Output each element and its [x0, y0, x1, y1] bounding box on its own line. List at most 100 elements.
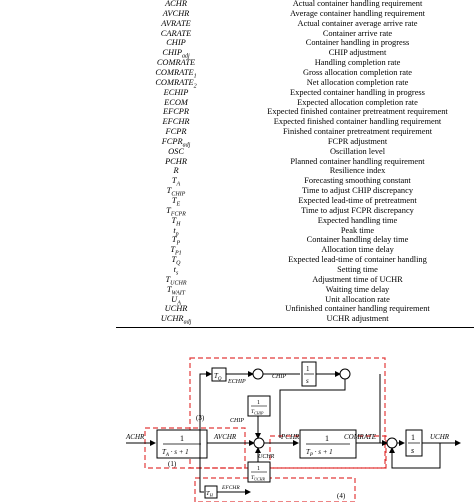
svg-text:TCHIP: TCHIP [251, 409, 264, 416]
description-cell: Waiting time delay [325, 284, 390, 294]
abbreviation-cell: TE [171, 196, 181, 208]
svg-text:TH: TH [206, 490, 214, 498]
table-row: CHIP Container handling in progress [116, 38, 474, 48]
uchr-adj-label: UCHR [258, 454, 275, 460]
table-row: ECHIP Expected container handling in prog… [116, 88, 474, 98]
description-cell: Handling completion rate [314, 58, 401, 68]
table-row: TUCHR Adjustment time of UCHR [116, 274, 474, 287]
summing-junction-1 [253, 437, 265, 449]
description-cell: Oscillation level [329, 146, 386, 156]
svg-text:1: 1 [306, 365, 310, 373]
abbreviation-cell: TUCHR [165, 274, 187, 287]
description-cell: Net allocation completion rate [306, 77, 409, 87]
chip-label: CHIP [272, 374, 286, 380]
abbreviation-cell: tp [173, 225, 179, 238]
svg-text:TA · s + 1: TA · s + 1 [162, 448, 189, 458]
description-cell: Time to adjust CHIP discrepancy [301, 186, 414, 196]
table-row: COMRATE2 Net allocation completion rate [116, 77, 474, 90]
description-cell: Unfinished container handling requiremen… [285, 304, 430, 314]
abbreviation-cell: ECHIP [163, 87, 189, 97]
region-4-label: (4) [337, 492, 346, 500]
description-cell: Peak time [340, 225, 375, 235]
abbreviation-cell: TH [171, 215, 181, 228]
svg-text:1: 1 [411, 433, 415, 442]
abbreviation-cell: OSC [168, 146, 184, 156]
table-row: TA Forecasting smoothing constant [116, 176, 474, 188]
description-cell: Container arrive rate [322, 28, 393, 38]
table-row: TQ Expected lead-time of container handli… [116, 255, 474, 267]
abbreviation-cell: ts [173, 264, 179, 277]
abbreviation-cell: CHIP [166, 38, 186, 48]
abbreviation-cell: ACHR [165, 0, 187, 8]
description-cell: FCPR adjustment [327, 136, 388, 146]
svg-text:1: 1 [257, 400, 260, 406]
svg-text:1: 1 [180, 434, 184, 443]
table-row: ECOM Expected allocation completion rate [116, 98, 474, 108]
abbreviation-cell: CHIPadj [162, 48, 190, 60]
abbreviation-cell: TFCPR [166, 205, 186, 218]
efchr-label: EFCHR [221, 485, 240, 491]
abbreviation-cell: ECOM [164, 97, 188, 107]
table-row: ACHR Actual container handling requiremen… [116, 0, 474, 9]
description-cell: Expected handling time [317, 215, 398, 225]
abbreviation-cell: EFCHR [162, 117, 190, 127]
svg-text:s: s [306, 377, 309, 385]
abbreviation-cell: UCHRadj [160, 314, 192, 326]
description-cell: Container handling in progress [305, 38, 410, 48]
description-cell: Expected finished container handling req… [273, 117, 442, 127]
abbreviation-cell: R [173, 166, 179, 176]
table-row: COMRATE Handling completion rate [116, 58, 474, 68]
description-cell: Forecasting smoothing constant [304, 176, 411, 186]
comrate-label: COMRATE [344, 433, 377, 441]
abbreviation-cell: FCPRadj [161, 136, 191, 149]
pchr-label: PCHR [280, 433, 300, 441]
abbreviation-cell: FCPR [165, 127, 187, 137]
region-3-box [189, 357, 386, 469]
abbreviation-cell: AVRATE [161, 18, 191, 28]
table-row: FCPR Finished container pretreatment requ… [116, 127, 474, 137]
description-cell: Setting time [337, 264, 378, 274]
description-cell: Actual container average arrive rate [297, 18, 418, 28]
abbreviation-cell: TWAIT [166, 284, 186, 297]
uchr-output-label: UCHR [430, 433, 450, 441]
description-cell: UCHR adjustment [326, 314, 389, 324]
abbreviation-cell: TCHIP [166, 186, 186, 198]
svg-text:s: s [411, 446, 414, 455]
description-cell: Adjustment time of UCHR [312, 274, 403, 284]
abbreviation-cell: TP1 [170, 245, 182, 257]
abbreviation-cell: EFCPR [162, 107, 190, 117]
description-cell: Average container handling requirement [290, 8, 425, 18]
description-cell: Finished container pretreatment requirem… [282, 127, 433, 137]
table-row: UCHR Unfinished container handling requir… [116, 304, 474, 314]
description-cell: Actual container handling requirement [292, 0, 423, 8]
description-cell: Resilience index [329, 166, 386, 176]
block-diagram: (1) (3) (4) ACHR 1 TA · s + 1 AVCHR PCHR… [125, 357, 461, 502]
description-cell: Expected container handling in progress [290, 87, 425, 97]
abbreviation-cell: TQ [171, 255, 181, 267]
abbreviation-cell: TA [171, 176, 181, 188]
abbreviation-cell: COMRATE2 [155, 77, 197, 90]
table-bottom-rule [116, 327, 474, 328]
description-cell: Expected lead-time of container handling [288, 255, 427, 265]
table-row: TH Expected handling time [116, 215, 474, 228]
table-row: CARATE Container arrive rate [116, 29, 474, 39]
description-cell: CHIP adjustment [328, 48, 387, 58]
table-row: ts Setting time [116, 264, 474, 277]
abbreviation-cell: UCHR [164, 304, 188, 314]
abbreviation-cell: CARATE [160, 28, 192, 38]
table-row: EFCHR Expected finished container handlin… [116, 117, 474, 127]
table-row: AVRATE Actual container average arrive ra… [116, 19, 474, 29]
abbreviation-cell: COMRATE [156, 58, 196, 68]
echip-label: ECHIP [227, 379, 246, 385]
summing-junction-4 [339, 368, 351, 380]
table-row: TWAIT Waiting time delay [116, 284, 474, 297]
description-cell: Expected allocation completion rate [297, 97, 418, 107]
